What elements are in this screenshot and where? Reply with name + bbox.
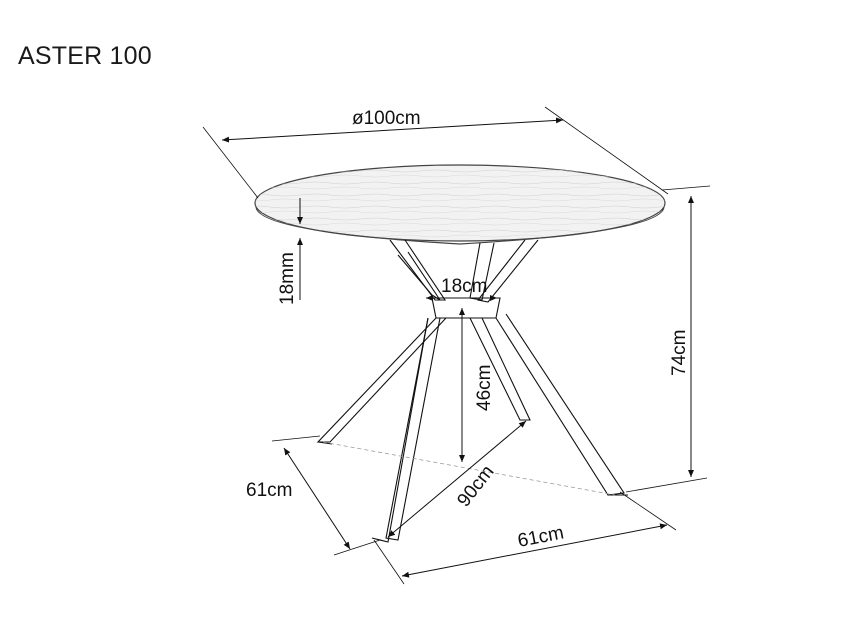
column-height-label: 46cm xyxy=(474,365,495,411)
width-label: 61cm xyxy=(516,522,566,551)
table-top xyxy=(254,164,666,245)
product-title: ASTER 100 xyxy=(18,42,152,70)
column-width-label: 18cm xyxy=(441,276,487,297)
diagonal-label: 90cm xyxy=(453,462,498,512)
depth-label: 61cm xyxy=(246,480,292,501)
thickness-label: 18mm xyxy=(277,252,298,305)
diagonal-dimension xyxy=(387,420,527,538)
height-dimension xyxy=(625,185,711,493)
diameter-dimension xyxy=(202,106,669,199)
depth-dimension xyxy=(271,435,381,556)
diameter-label: ø100cm xyxy=(352,108,421,129)
height-label: 74cm xyxy=(669,330,690,376)
width-dimension xyxy=(373,491,677,585)
